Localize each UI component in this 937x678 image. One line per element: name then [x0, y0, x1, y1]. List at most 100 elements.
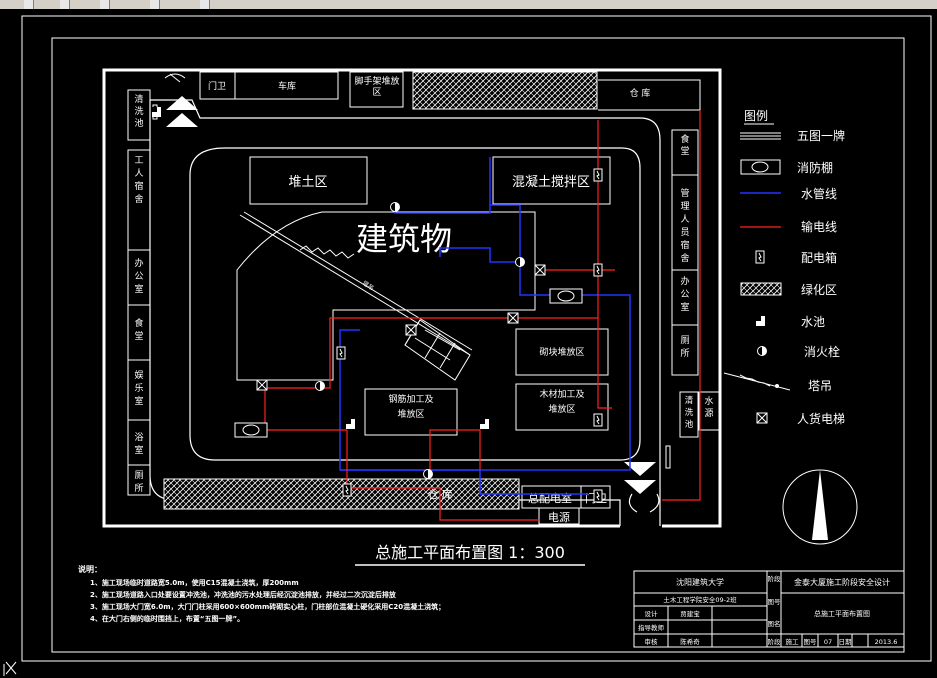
- tb-cell: 日期: [839, 638, 853, 646]
- road-edges: [149, 99, 661, 526]
- gate-guard-top-label: 门卫: [208, 80, 226, 92]
- building-label: 建筑物: [356, 220, 452, 258]
- dorm-left-label: 工人宿舍: [134, 156, 144, 205]
- hoist-icon: [256, 379, 268, 391]
- green-area-bottom: [163, 478, 520, 510]
- stage-label: 阶段: [768, 574, 782, 583]
- water-source-label: 水源: [704, 397, 714, 419]
- mgmt-dorm-label: 管理人员宿舍: [680, 189, 690, 264]
- wood-processing: [515, 383, 609, 431]
- reviewer-name: 陈希奇: [680, 637, 700, 646]
- pool-icon: [480, 419, 489, 429]
- hoist-icon: [507, 312, 519, 324]
- brick-label: 砌块堆放区: [539, 346, 584, 358]
- reviewer-label: 审核: [645, 637, 659, 646]
- north-arrow-icon: [782, 469, 858, 545]
- rebar-label: 钢筋加工及堆放区: [388, 395, 434, 420]
- site-boundary: [102, 68, 722, 528]
- pool-icon: [152, 107, 161, 117]
- power-box-icon: [593, 489, 603, 503]
- scaffold-label: 脚手架堆放区: [354, 77, 400, 98]
- legend-item-crane: 塔吊: [808, 379, 832, 393]
- ucs-icon: [3, 661, 17, 676]
- garage-label: 车库: [278, 80, 296, 92]
- note-line: 3、施工现场大门宽6.0m，大门门柱采用600×600mm砖砌实心柱，门柱部位混…: [90, 602, 445, 611]
- canteen-right-label: 食堂: [680, 135, 690, 157]
- garage: [234, 71, 339, 100]
- pool-icon: [346, 419, 355, 429]
- power-room-label: 总配电室: [528, 491, 572, 505]
- wash-pool-right: [679, 391, 699, 438]
- rebar-processing: [364, 388, 458, 436]
- gate-swing-top: [164, 73, 186, 83]
- left-facility-column: [127, 149, 151, 496]
- designer-label: 设计: [645, 609, 659, 618]
- toolbar-button[interactable]: [150, 0, 160, 9]
- legend-item-power-box: 配电箱: [801, 250, 837, 265]
- tb-cell: 07: [824, 638, 832, 646]
- power-box-icon: [593, 413, 603, 427]
- brick-storage: [515, 328, 609, 376]
- office-left-label: 办公室: [134, 259, 144, 295]
- hoist-icon: [405, 324, 417, 336]
- advisor-label: 指导教师: [638, 623, 665, 632]
- fire-shed-icon: [549, 288, 583, 304]
- tb-cell: 阶段: [768, 637, 782, 646]
- note-line: 4、在大门右侧的临时围挡上，布置“五图一牌”。: [90, 614, 244, 623]
- power-pipeline: [264, 110, 701, 521]
- canteen-left-label: 食堂: [134, 319, 144, 342]
- mixing-label: 混凝土搅拌区: [512, 174, 590, 190]
- soil-label: 堆土区: [288, 175, 327, 190]
- project-name: 金泰大厦施工阶段安全设计: [794, 577, 890, 587]
- wash-pool-left: [127, 89, 151, 141]
- toilet-left-label: 厕所: [134, 471, 144, 494]
- building-footprint: [236, 211, 536, 381]
- class-name: 土木工程学院安全09-2班: [663, 595, 737, 604]
- mixing-area: [492, 156, 611, 205]
- soil-pile-area: [249, 156, 368, 205]
- window-title-bar: [0, 0, 937, 9]
- legend-item-hydrant: 消火栓: [804, 344, 840, 359]
- drawing-no-label: 图号: [768, 598, 782, 606]
- water-pipeline: [339, 157, 631, 495]
- school-name: 沈阳建筑大学: [676, 577, 724, 587]
- legend-item-fire-shed: 消防棚: [797, 160, 833, 175]
- gate-arrow-right: [624, 462, 656, 494]
- water-source: [698, 391, 720, 431]
- title-block: [633, 570, 905, 648]
- legend-title: 图例: [744, 109, 768, 123]
- tb-cell: 施工: [786, 637, 800, 646]
- tb-cell: 图号: [804, 638, 818, 646]
- hydrant-icon: [515, 257, 525, 267]
- power-box-icon: [336, 346, 346, 360]
- power-box-icon: [593, 263, 603, 277]
- designer-name: 贾建宝: [680, 609, 700, 618]
- warehouse-top: [598, 79, 701, 111]
- drawing-name-label: 图名: [768, 619, 781, 628]
- legend: 图例 五图一牌 消防棚 水管线 输电线 配电箱 绿化区 水池 消火栓 塔吊 人货…: [723, 109, 845, 426]
- toolbar-button[interactable]: [200, 0, 210, 9]
- note-line: 1、施工现场临时道路宽5.0m，使用C15混凝土浇筑，厚200mm: [90, 578, 299, 587]
- toolbar-button[interactable]: [100, 0, 110, 9]
- office-right-label: 办公室: [680, 277, 690, 313]
- inner-frame: [51, 37, 905, 653]
- toolbar-button[interactable]: [60, 0, 70, 9]
- hydrant-icon: [390, 202, 400, 212]
- legend-item-water-pipe: 水管线: [801, 186, 837, 201]
- toilet-right-label: 厕所: [680, 336, 690, 359]
- legend-item-billboard: 五图一牌: [797, 129, 845, 143]
- legend-item-pool: 水池: [801, 315, 825, 329]
- power-source-label: 电源: [548, 510, 570, 524]
- wash-left-label: 清洗池: [134, 95, 144, 129]
- recreation-label: 娱乐室: [134, 371, 144, 407]
- notes: 说明： 1、施工现场临时道路宽5.0m，使用C15混凝土浇筑，厚200mm 2、…: [78, 564, 445, 623]
- legend-item-hoist: 人货电梯: [797, 411, 845, 426]
- drawing-name: 总施工平面布置图: [814, 609, 870, 618]
- outer-frame: [21, 15, 932, 662]
- legend-item-green-area: 绿化区: [801, 282, 837, 297]
- hoist-icon: [534, 264, 546, 276]
- right-facility-column: [671, 129, 699, 376]
- toolbar-button[interactable]: [24, 0, 34, 9]
- drawing-title: 总施工平面布置图 1：300: [375, 543, 565, 562]
